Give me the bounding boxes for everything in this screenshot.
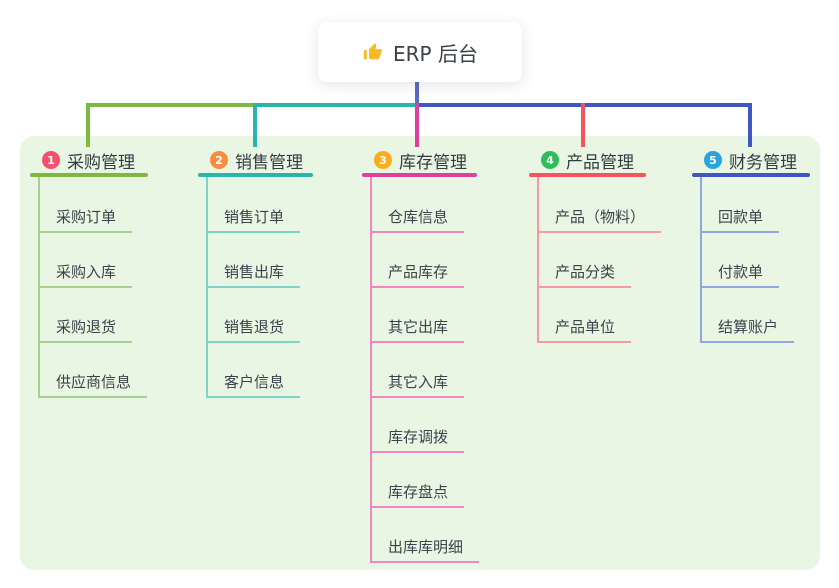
branch-node-2[interactable]: 2 销售管理: [210, 147, 303, 173]
child-node[interactable]: 产品（物料）: [537, 205, 662, 233]
child-node[interactable]: 库存盘点: [370, 480, 465, 508]
branch-title: 财务管理: [729, 152, 797, 173]
child-node[interactable]: 销售退货: [206, 315, 301, 343]
connector-drop-branch-4: [581, 103, 585, 147]
branch-child-spine-4: [537, 177, 539, 343]
branch-underline-1: [30, 173, 148, 177]
child-node[interactable]: 客户信息: [206, 370, 301, 398]
connector-horizontal-segment-1: [86, 103, 253, 107]
branch-number-badge-5: 5: [704, 151, 722, 169]
connector-horizontal-segment-2: [253, 103, 417, 107]
child-node[interactable]: 采购入库: [38, 260, 133, 288]
branch-title: 库存管理: [399, 152, 467, 173]
thumbs-up-icon: [362, 41, 384, 63]
connector-drop-branch-3: [415, 103, 419, 147]
child-node[interactable]: 采购退货: [38, 315, 133, 343]
branch-node-5[interactable]: 5 财务管理: [704, 147, 797, 173]
branch-number-badge-4: 4: [541, 151, 559, 169]
branch-underline-4: [529, 173, 646, 177]
root-node-erp[interactable]: ERP 后台: [318, 22, 522, 82]
connector-drop-branch-5: [748, 103, 752, 147]
child-node[interactable]: 回款单: [700, 205, 780, 233]
branch-node-3[interactable]: 3 库存管理: [374, 147, 467, 173]
child-node[interactable]: 其它入库: [370, 370, 465, 398]
branch-node-1[interactable]: 1 采购管理: [42, 147, 135, 173]
child-node[interactable]: 产品分类: [537, 260, 632, 288]
child-node[interactable]: 出库库明细: [370, 535, 480, 563]
branch-child-spine-5: [700, 177, 702, 343]
branch-child-spine-3: [370, 177, 372, 563]
child-node[interactable]: 结算账户: [700, 315, 795, 343]
branch-title: 销售管理: [235, 152, 303, 173]
branch-number-badge-1: 1: [42, 151, 60, 169]
branch-title: 产品管理: [566, 152, 634, 173]
branch-underline-2: [198, 173, 313, 177]
connector-drop-branch-1: [86, 103, 90, 147]
branch-number-badge-2: 2: [210, 151, 228, 169]
child-node[interactable]: 销售出库: [206, 260, 301, 288]
child-node[interactable]: 库存调拨: [370, 425, 465, 453]
child-node[interactable]: 仓库信息: [370, 205, 465, 233]
child-node[interactable]: 产品库存: [370, 260, 465, 288]
child-node[interactable]: 其它出库: [370, 315, 465, 343]
child-node[interactable]: 供应商信息: [38, 370, 148, 398]
branch-underline-3: [362, 173, 477, 177]
root-connector-stem: [415, 80, 419, 104]
branch-title: 采购管理: [67, 152, 135, 173]
child-node[interactable]: 销售订单: [206, 205, 301, 233]
child-node[interactable]: 付款单: [700, 260, 780, 288]
child-node[interactable]: 产品单位: [537, 315, 632, 343]
root-node-label: ERP 后台: [393, 41, 478, 66]
child-node[interactable]: 采购订单: [38, 205, 133, 233]
branch-node-4[interactable]: 4 产品管理: [541, 147, 634, 173]
mindmap-background-panel: [20, 136, 820, 570]
branch-number-badge-3: 3: [374, 151, 392, 169]
branch-underline-5: [692, 173, 810, 177]
connector-drop-branch-2: [253, 103, 257, 147]
